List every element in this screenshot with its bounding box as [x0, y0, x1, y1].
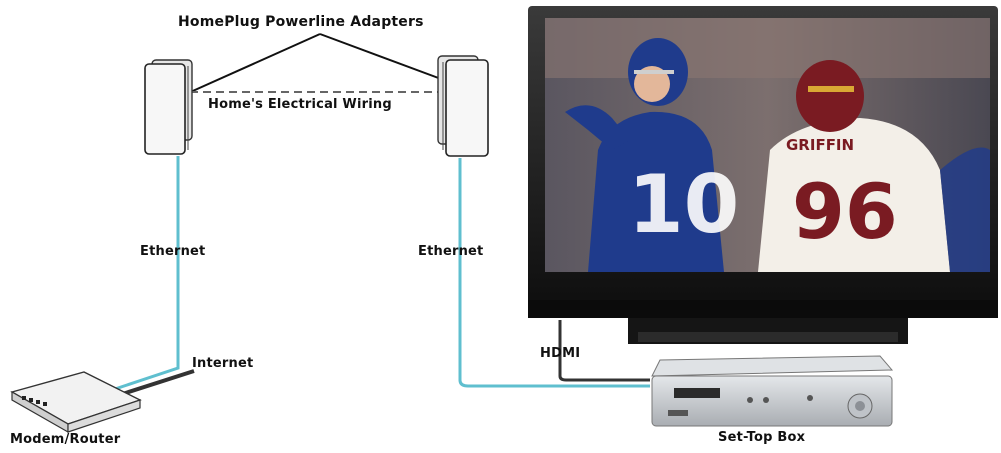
jersey-number-left: 10	[628, 158, 739, 251]
jersey-number-right: 96	[792, 167, 898, 256]
jersey-name: GRIFFIN	[786, 136, 854, 154]
television-icon: 10 GRIFFIN 96	[528, 6, 998, 344]
title-pointer-lines	[185, 33, 461, 95]
electrical-wiring-label: Home's Electrical Wiring	[208, 97, 392, 112]
tv-screen-image: 10 GRIFFIN 96	[545, 18, 990, 272]
hdmi-cable	[558, 320, 650, 382]
ethernet-cables	[99, 156, 650, 396]
ethernet-label-right: Ethernet	[418, 244, 484, 259]
powerline-adapter-icon	[437, 55, 489, 157]
powerline-adapter-icon	[144, 59, 193, 155]
modem-router-icon	[10, 371, 142, 434]
modem-router-label: Modem/Router	[10, 432, 121, 447]
hdmi-label: HDMI	[540, 346, 581, 361]
adapters-title: HomePlug Powerline Adapters	[178, 14, 424, 30]
set-top-box-label: Set-Top Box	[718, 430, 806, 445]
ethernet-label-left: Ethernet	[140, 244, 206, 259]
set-top-box-icon	[651, 355, 894, 427]
internet-label: Internet	[192, 356, 254, 371]
